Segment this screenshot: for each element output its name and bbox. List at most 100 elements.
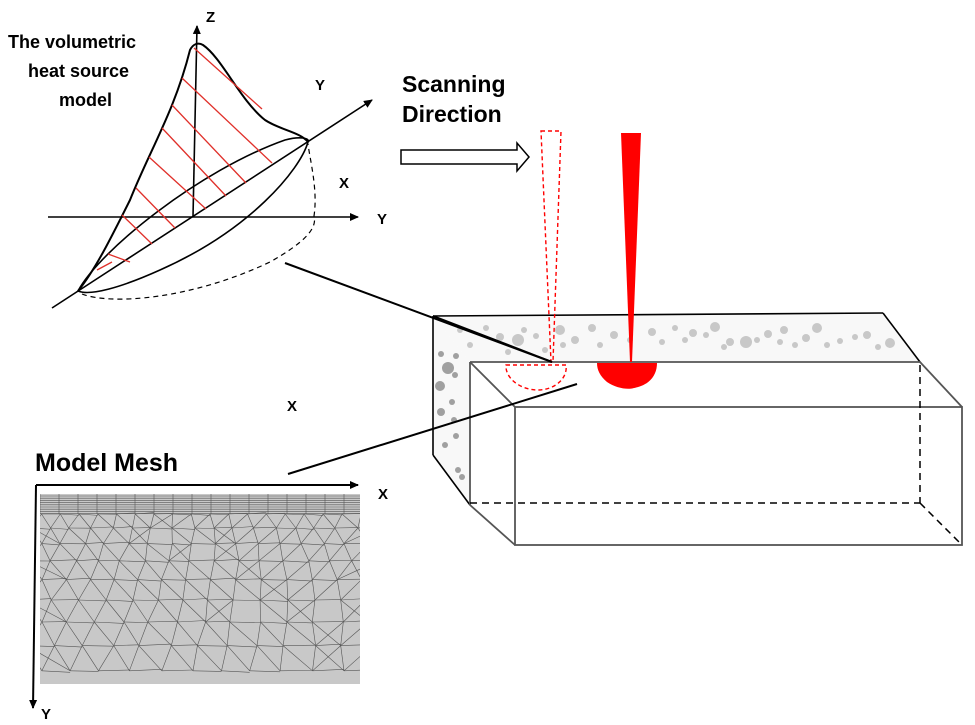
mesh-edge	[182, 579, 186, 601]
mesh-edge	[257, 645, 284, 647]
mesh-edge	[94, 621, 125, 624]
mesh-edge	[172, 543, 190, 562]
mesh-edge	[85, 543, 99, 561]
mesh-edge	[304, 513, 324, 516]
mesh-edge	[172, 513, 192, 516]
mesh-edge	[98, 543, 104, 561]
mesh-edge	[357, 527, 360, 529]
powder-particle	[764, 330, 772, 338]
mesh-edge	[150, 513, 155, 529]
powder-particle	[560, 342, 566, 348]
powder-particle	[726, 338, 734, 346]
z-axis	[192, 25, 201, 218]
powder-particle	[703, 332, 709, 338]
mesh-edge	[135, 512, 154, 515]
mesh-edge	[158, 579, 162, 601]
mesh-edge	[137, 579, 162, 582]
mesh-edge	[78, 599, 95, 623]
mesh-edge	[69, 645, 83, 671]
mesh-edge	[150, 513, 173, 529]
mesh-edge	[312, 621, 341, 646]
mesh-edge	[191, 543, 216, 545]
mesh-edge	[70, 670, 99, 672]
mesh-edge	[50, 527, 61, 544]
mesh-edge	[259, 579, 262, 601]
powder-particle	[459, 474, 465, 480]
mesh-edge	[191, 513, 211, 516]
mesh-edge	[66, 579, 79, 601]
mesh-edge	[106, 599, 134, 602]
powder-particle	[875, 344, 881, 350]
mesh-edge	[256, 645, 281, 672]
mesh-edge	[113, 579, 134, 601]
mesh-edge	[185, 560, 190, 580]
mesh-edge	[258, 527, 277, 544]
powder-particle	[648, 328, 656, 336]
y-axis-diagonal	[51, 99, 373, 309]
mesh-edge	[171, 527, 192, 544]
mesh-edge	[311, 579, 316, 601]
mesh-edge	[315, 621, 344, 646]
mesh-edge	[276, 513, 286, 529]
mesh-edge	[260, 599, 288, 602]
mesh-edge	[287, 599, 315, 602]
mesh-edge	[282, 621, 288, 646]
mesh-edge	[161, 579, 186, 581]
mesh-edge	[81, 621, 95, 646]
mesh-grid	[40, 494, 360, 673]
scanning-title-line2: Direction	[402, 101, 502, 127]
mesh-edge	[286, 599, 316, 623]
mesh-edge	[50, 559, 77, 562]
mesh-edge	[313, 527, 325, 544]
model-mesh: Model Mesh X Y	[29, 449, 388, 723]
powder-particle	[863, 331, 871, 339]
mesh-edge	[171, 527, 195, 530]
mesh-edge	[324, 543, 344, 545]
mesh-edge	[168, 543, 173, 561]
powder-particle	[740, 336, 752, 348]
mesh-edge	[343, 656, 360, 672]
mesh-edge	[66, 621, 83, 646]
mesh-edge	[340, 645, 345, 671]
mesh-edge	[258, 560, 283, 562]
mesh-edge	[276, 527, 281, 544]
mesh-edge	[114, 579, 138, 581]
mesh-edge	[172, 543, 192, 546]
previous-laser-beam	[505, 130, 567, 391]
mesh-edge	[123, 599, 134, 623]
scanning-direction: Scanning Direction	[400, 71, 530, 174]
powder-particle	[792, 342, 798, 348]
mesh-edge	[123, 621, 140, 646]
mesh-edge	[161, 645, 172, 671]
heat-source-title-line2: heat source	[28, 61, 129, 81]
mesh-edge	[210, 579, 234, 601]
powder-particle	[682, 337, 688, 343]
connector-line-mesh	[287, 383, 578, 475]
powder-particle	[721, 344, 727, 350]
mesh-edge	[85, 542, 104, 544]
mesh-edge	[343, 620, 360, 623]
mesh-edge	[249, 670, 281, 673]
mesh-edge	[41, 645, 55, 671]
x-axis-label: X	[339, 175, 349, 192]
powder-particle	[777, 339, 783, 345]
powder-particle	[438, 351, 444, 357]
mesh-edge	[158, 599, 178, 623]
mesh-edge	[138, 645, 163, 672]
mesh-edge	[185, 578, 211, 580]
mesh-edge	[41, 527, 51, 544]
mesh-edge	[231, 527, 236, 544]
mesh-edge	[235, 543, 240, 561]
mesh-edge	[336, 560, 352, 580]
mesh-edge	[341, 513, 359, 529]
mesh-edge	[79, 513, 98, 516]
mesh-edge	[150, 527, 172, 530]
mesh-edge	[147, 543, 170, 562]
mesh-edge	[132, 579, 138, 601]
mesh-edge	[256, 621, 261, 646]
heat-source-hatching	[96, 47, 273, 271]
powder-particle	[467, 342, 473, 348]
mesh-edge	[60, 513, 69, 529]
mesh-edge	[221, 670, 250, 673]
